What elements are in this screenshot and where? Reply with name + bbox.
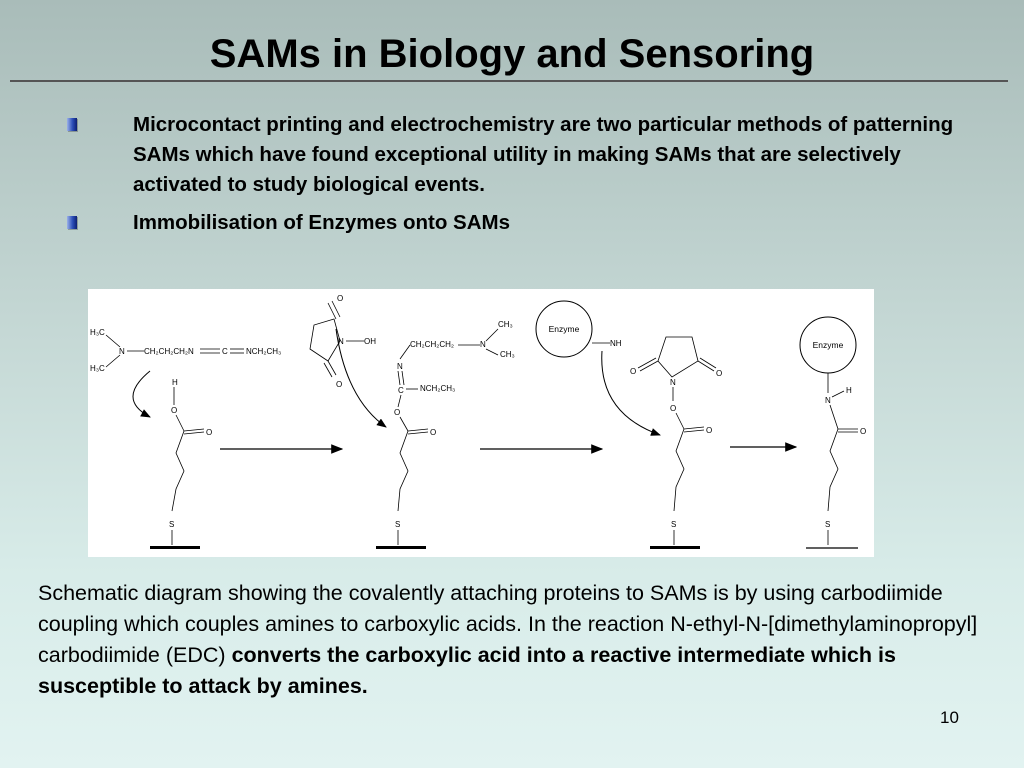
carboxylic-acid-sam: H O O S: [150, 378, 212, 549]
atom-label: N: [670, 378, 676, 387]
curved-arrow: [601, 350, 661, 436]
reaction-scheme-figure: H₃C H₃C N CH₂CH₂CH₂N C NCH₂CH₃ H O: [88, 289, 874, 557]
bullet-text: Immobilisation of Enzymes onto SAMs: [133, 211, 511, 234]
enzyme-amine: Enzyme NH: [535, 300, 622, 358]
atom-label: OH: [364, 337, 376, 346]
reaction-scheme-diagram: H₃C H₃C N CH₂CH₂CH₂N C NCH₂CH₃ H O: [90, 294, 866, 549]
atom-label: S: [825, 520, 830, 529]
caption-emphasis: converts the carboxylic acid into a reac…: [38, 643, 896, 698]
atom-label: CH₃: [498, 320, 513, 329]
atom-label: S: [671, 520, 676, 529]
atom-label: O: [336, 380, 342, 389]
o-acylisourea-intermediate: CH₂CH₂CH₂ N CH₃ CH₃ N C NCH₂CH₃ O O: [376, 320, 515, 549]
atom-label: C: [398, 386, 404, 395]
atom-label: H₃C: [90, 328, 105, 337]
atom-label: N: [480, 340, 486, 349]
bullet-square-icon: [67, 216, 77, 229]
atom-label: NCH₂CH₃: [420, 384, 455, 393]
atom-label: S: [395, 520, 400, 529]
bullet-item: Microcontact printing and electrochemist…: [60, 110, 980, 200]
slide-title: SAMs in Biology and Sensoring: [209, 32, 815, 76]
atom-label: CH₂CH₂CH₂: [410, 340, 454, 349]
figure-caption: Schematic diagram showing the covalently…: [38, 578, 978, 702]
curved-arrow: [335, 328, 387, 428]
gold-surface: [650, 546, 700, 549]
bullet-text: Microcontact printing and electrochemist…: [133, 113, 954, 196]
atom-label: N: [119, 347, 125, 356]
atom-label: O: [206, 428, 212, 437]
atom-label: N: [338, 337, 344, 346]
atom-label: N: [825, 396, 831, 405]
atom-label: H₃C: [90, 364, 105, 373]
atom-label: O: [670, 404, 676, 413]
atom-label: O: [430, 428, 436, 437]
atom-label: CH₃: [500, 350, 515, 359]
atom-label: O: [394, 408, 400, 417]
curved-arrow: [132, 370, 151, 418]
nhs-ester-sam: O N O O O S: [630, 336, 722, 549]
bullet-square-icon: [67, 118, 77, 131]
atom-label: C: [222, 347, 228, 356]
gold-surface: [376, 546, 426, 549]
atom-label: O: [630, 367, 636, 376]
title-divider: [10, 80, 1008, 82]
atom-label: N: [397, 362, 403, 371]
edc-molecule: H₃C H₃C N CH₂CH₂CH₂N C NCH₂CH₃: [90, 328, 281, 373]
bullet-item: Immobilisation of Enzymes onto SAMs: [60, 208, 980, 238]
atom-label: S: [169, 520, 174, 529]
nhs-molecule: O N OH O: [309, 294, 376, 389]
caption-text: Schematic diagram showing the covalently…: [38, 581, 978, 667]
atom-label: O: [860, 427, 866, 436]
bullet-list: Microcontact printing and electrochemist…: [60, 110, 980, 246]
atom-label: H: [172, 378, 178, 387]
atom-label: H: [846, 386, 852, 395]
atom-label: CH₂CH₂CH₂N: [144, 347, 194, 356]
enzyme-label: Enzyme: [813, 340, 844, 350]
atom-label: O: [716, 369, 722, 378]
atom-label: NCH₂CH₃: [246, 347, 281, 356]
gold-surface: [150, 546, 200, 549]
atom-label: O: [706, 426, 712, 435]
immobilised-enzyme: Enzyme N H O S: [799, 316, 866, 549]
atom-label: O: [171, 406, 177, 415]
atom-label: O: [337, 294, 343, 303]
enzyme-label: Enzyme: [549, 324, 580, 334]
page-number: 10: [940, 708, 959, 727]
atom-label: NH: [610, 339, 622, 348]
